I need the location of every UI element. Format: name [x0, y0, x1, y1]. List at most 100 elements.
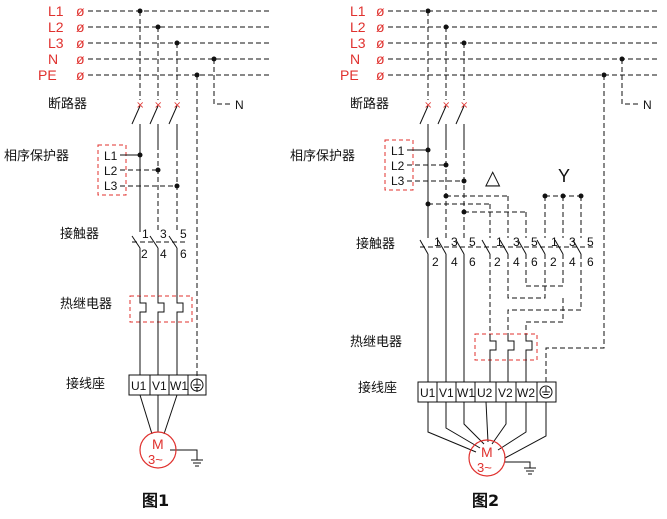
contactor-bot-6: 6 [531, 255, 538, 269]
terminal-symbol: ø [376, 51, 385, 67]
terminal-u1: U1 [131, 379, 147, 393]
terminal-symbol: ø [376, 19, 385, 35]
ground-icon [539, 385, 553, 399]
bus-l3-label: L3 [48, 35, 64, 51]
contactor-bot-4: 4 [513, 255, 520, 269]
svg-text:×: × [136, 100, 144, 111]
bus-n-label: N [48, 51, 58, 67]
terminal-symbol: ø [376, 35, 385, 51]
relay-terminal-l3: L3 [391, 174, 405, 188]
bus-l1-label: L1 [48, 3, 64, 19]
contactor-label: 接触器 [356, 236, 395, 252]
contactor-label: 接触器 [60, 226, 99, 242]
bus-pe-label: PE [340, 67, 359, 83]
relay-terminal-l3: L3 [104, 179, 118, 193]
svg-text:×: × [460, 100, 468, 111]
bus-labels-fig1: L1 L2 L3 N PE ø ø ø ø ø [38, 3, 85, 83]
svg-text:×: × [442, 100, 450, 111]
terminal-block-fig1 [128, 374, 207, 396]
contactor-group-fig2: 1 3 5 2 4 6 1 3 5 2 4 6 1 3 5 2 4 6 [419, 235, 596, 269]
phase-relay-label: 相序保护器 [290, 149, 355, 164]
terminal-symbol: ø [376, 3, 385, 19]
bus-l2-label: L2 [48, 19, 64, 35]
motor-sublabel: 3~ [148, 452, 163, 467]
contactor-top-5: 5 [531, 235, 538, 249]
terminal-u1: U1 [420, 386, 436, 400]
contactor-top-1: 1 [551, 235, 558, 249]
terminal-v1: V1 [439, 386, 454, 400]
earth-icon [524, 467, 536, 475]
relay-terminal-l2: L2 [391, 159, 405, 173]
bus-labels-fig2: L1 L2 L3 N PE ø ø ø ø ø [340, 3, 385, 83]
neutral-tap-label: N [235, 98, 244, 112]
figure-2: L1 L2 L3 N PE ø ø ø ø ø N 断路器 [290, 3, 660, 510]
motor-fig1: M 3~ [139, 431, 177, 469]
thermal-relay-label: 热继电器 [350, 335, 402, 350]
contactor-top-5: 5 [587, 235, 594, 249]
figure-1: L1 L2 L3 N PE ø ø ø ø ø N [4, 3, 270, 510]
terminal-u2: U2 [477, 386, 493, 400]
breaker-contacts-fig1: × × × [131, 100, 181, 145]
phase-relay-label: 相序保护器 [4, 149, 69, 164]
phase-relay-box [97, 144, 127, 196]
bus-l1-label: L1 [350, 3, 366, 19]
contactor-bot-4: 4 [160, 247, 167, 261]
delta-symbol: △ [485, 165, 501, 189]
contactor-bot-6: 6 [180, 247, 187, 261]
motor-label: M [152, 436, 164, 452]
relay-terminal-l2: L2 [104, 164, 118, 178]
breaker-contacts-fig2: × × × [419, 100, 468, 145]
contactor-fig1: 1 3 5 2 4 6 [131, 227, 187, 296]
contactor-bot-2: 2 [141, 247, 148, 261]
terminal-w1: W1 [457, 386, 475, 400]
terminal-symbol: ø [76, 67, 85, 83]
contactor-top-3: 3 [451, 235, 458, 249]
contactor-bot-4: 4 [451, 255, 458, 269]
figure-2-caption: 图2 [472, 491, 499, 510]
svg-text:×: × [173, 100, 181, 111]
contactor-top-5: 5 [469, 235, 476, 249]
contactor-top-5: 5 [180, 227, 187, 241]
motor-label: M [481, 444, 493, 460]
terminal-symbol: ø [376, 67, 385, 83]
phase-relay-box [384, 139, 414, 191]
terminal-symbol: ø [76, 19, 85, 35]
terminal-w1: W1 [170, 379, 188, 393]
bus-n-label: N [350, 51, 360, 67]
contactor-bot-6: 6 [587, 255, 594, 269]
ground-icon [190, 378, 204, 392]
contactor-top-3: 3 [513, 235, 520, 249]
contactor-top-1: 1 [496, 235, 503, 249]
figure-1-caption: 图1 [142, 491, 169, 510]
bus-lines-fig2 [388, 10, 660, 76]
terminal-block-label: 接线座 [66, 376, 105, 392]
contactor-bot-2: 2 [432, 255, 439, 269]
star-symbol: Y [558, 166, 570, 186]
thermal-relay-label: 热继电器 [60, 297, 112, 312]
terminal-v2: V2 [498, 386, 513, 400]
bus-l2-label: L2 [350, 19, 366, 35]
contactor-top-1: 1 [142, 227, 149, 241]
breaker-label: 断路器 [48, 96, 87, 112]
relay-terminal-l1: L1 [104, 149, 118, 163]
thermal-relay-box [474, 333, 538, 361]
neutral-tap-label: N [643, 98, 652, 112]
contactor-bot-2: 2 [550, 255, 557, 269]
terminal-symbol: ø [76, 35, 85, 51]
terminal-block-label: 接线座 [358, 380, 397, 396]
svg-text:×: × [154, 100, 162, 111]
contactor-top-3: 3 [160, 227, 167, 241]
bus-pe-label: PE [38, 67, 57, 83]
contactor-top-1: 1 [434, 235, 441, 249]
terminal-symbol: ø [76, 51, 85, 67]
contactor-bot-4: 4 [569, 255, 576, 269]
earth-icon [191, 459, 203, 467]
breaker-label: 断路器 [350, 96, 389, 112]
terminal-symbol: ø [76, 3, 85, 19]
terminal-w2: W2 [517, 386, 535, 400]
contactor-bot-6: 6 [469, 255, 476, 269]
contactor-top-3: 3 [569, 235, 576, 249]
contactor-bot-2: 2 [494, 255, 501, 269]
terminal-v1: V1 [152, 379, 167, 393]
